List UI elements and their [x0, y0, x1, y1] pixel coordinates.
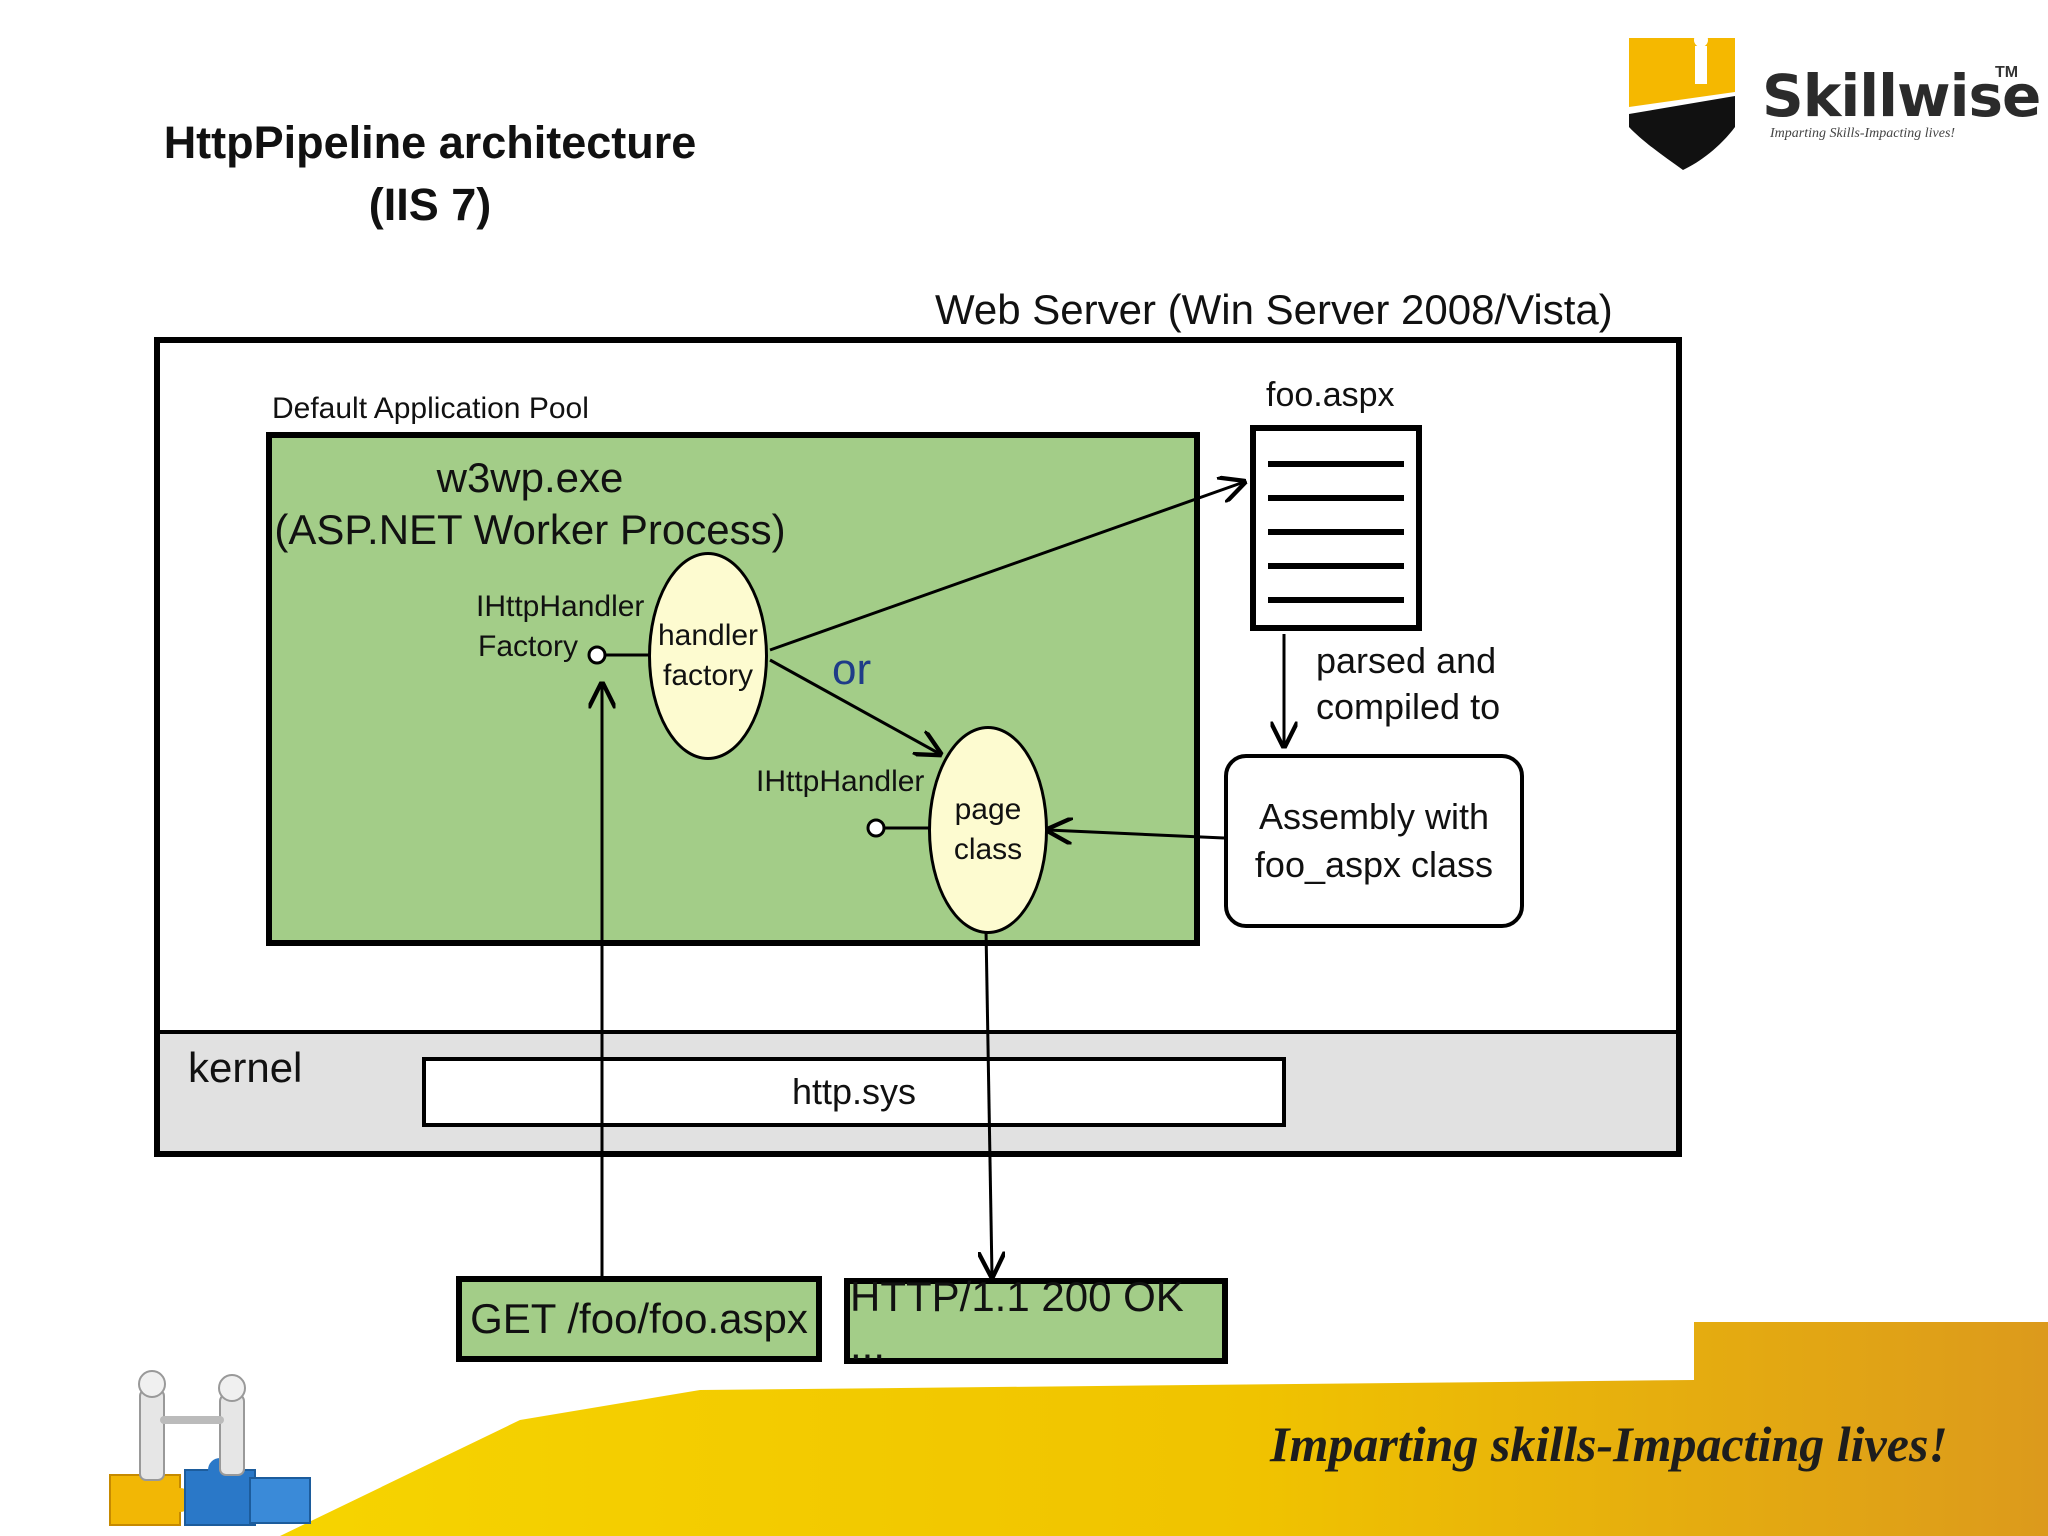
- handler-factory-oval: handler factory: [648, 552, 768, 760]
- handler-factory-interface-line1: IHttpHandler: [476, 590, 645, 623]
- skillwise-logo: Skillwise TM Imparting Skills-Impacting …: [1625, 32, 2041, 172]
- page-class-oval: page class: [928, 726, 1048, 934]
- or-label: or: [832, 645, 872, 694]
- handler-factory-line2: factory: [662, 659, 754, 692]
- slide-title: HttpPipeline architecture (IIS 7): [100, 112, 760, 236]
- assembly-line2: foo_aspx class: [1254, 844, 1494, 885]
- logo-wordmark: Skillwise: [1762, 62, 2041, 130]
- worker-process-title: w3wp.exe (ASP.NET Worker Process): [270, 452, 790, 556]
- response-box: HTTP/1.1 200 OK ...: [844, 1273, 1228, 1368]
- assembly-box: Assembly with foo_aspx class: [1224, 754, 1524, 928]
- document-icon: [1250, 425, 1422, 631]
- assembly-line1: Assembly with: [1258, 796, 1490, 837]
- response-label: HTTP/1.1 200 OK ...: [850, 1273, 1184, 1368]
- app-pool-label: Default Application Pool: [272, 392, 589, 425]
- http-sys-label: http.sys: [791, 1071, 917, 1112]
- logo-trademark: TM: [1995, 64, 2019, 81]
- page-class-line2: class: [953, 833, 1023, 866]
- puzzle-people-illustration: [109, 1370, 311, 1526]
- process-name: w3wp.exe: [436, 454, 624, 501]
- page-class-line1: page: [954, 793, 1022, 826]
- parsed-line2: compiled to: [1316, 686, 1501, 727]
- kernel-label: kernel: [188, 1044, 303, 1091]
- logo-tagline: Imparting Skills-Impacting lives!: [1770, 126, 1956, 141]
- handler-interface-label: IHttpHandler: [756, 765, 925, 798]
- parsed-line1: parsed and: [1316, 640, 1497, 681]
- footer-tagline: Imparting skills-Impacting lives!: [1270, 1416, 1948, 1472]
- slide-title-line2: (IIS 7): [368, 179, 492, 230]
- shield-icon: [1629, 33, 1735, 170]
- process-desc: (ASP.NET Worker Process): [274, 506, 786, 553]
- request-box: GET /foo/foo.aspx: [456, 1276, 822, 1362]
- handler-factory-line1: handler: [657, 619, 759, 652]
- http-sys-box: http.sys: [422, 1057, 1286, 1127]
- web-server-label: Web Server (Win Server 2008/Vista): [935, 286, 1613, 333]
- slide-title-line1: HttpPipeline architecture: [163, 117, 697, 168]
- request-label: GET /foo/foo.aspx: [470, 1295, 808, 1342]
- file-name-label: foo.aspx: [1266, 376, 1395, 414]
- handler-factory-interface-line2: Factory: [478, 630, 579, 663]
